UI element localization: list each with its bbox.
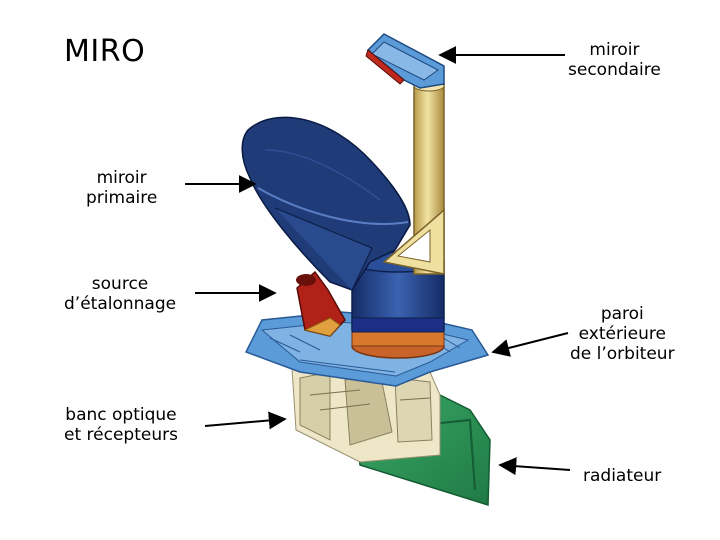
primary-mirror <box>241 116 411 291</box>
arrow-orbiter-wall <box>491 332 569 357</box>
label-calibration-source: source d’étalonnage <box>64 274 177 314</box>
label-orbiter-wall: paroi extérieure de l’orbiteur <box>570 304 675 364</box>
secondary-mirror <box>365 33 445 89</box>
diagram-title: MIRO <box>64 34 146 69</box>
arrow-optical-bench <box>204 411 287 430</box>
calibration-source <box>296 270 346 337</box>
label-optical-bench: banc optique et récepteurs <box>64 405 178 445</box>
arrow-radiator <box>498 457 571 476</box>
optical-bench <box>291 359 441 463</box>
label-radiator: radiateur <box>583 466 662 486</box>
label-primary-mirror: miroir primaire <box>86 168 158 208</box>
label-secondary-mirror: miroir secondaire <box>568 40 661 80</box>
